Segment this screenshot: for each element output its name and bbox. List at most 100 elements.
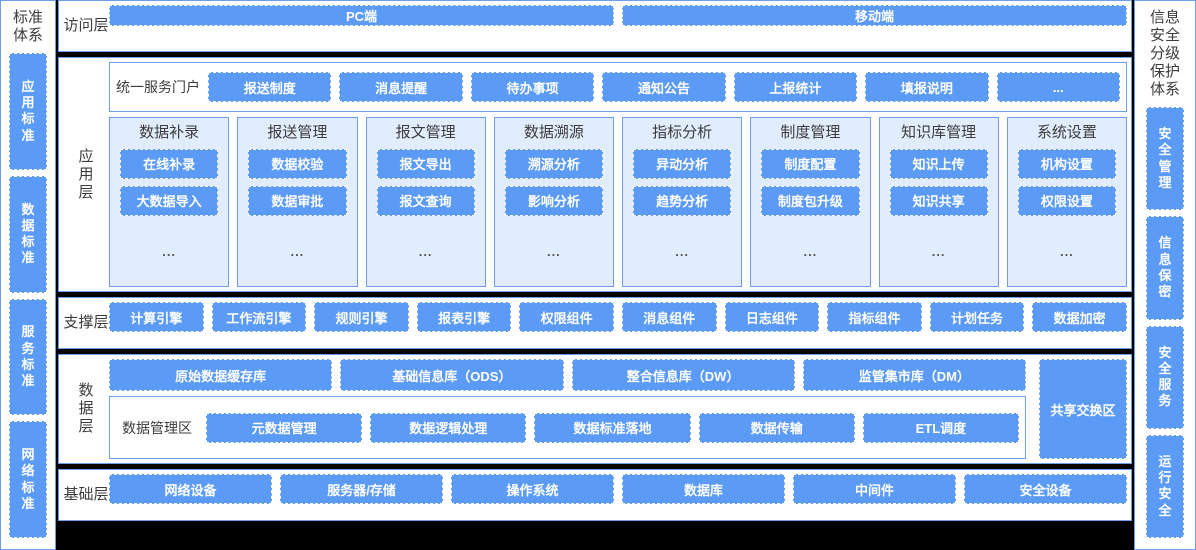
card-item-impact-analysis[interactable]: 影响分析 [504,185,603,216]
card-item-permission-settings[interactable]: 权限设置 [1017,185,1116,216]
sidebar-item-operation-security[interactable]: 运行安全 [1146,434,1184,538]
card-item-policy-package-upgrade[interactable]: 制度包升级 [761,185,860,216]
access-item-pc[interactable]: PC端 [109,5,614,26]
card-more-ellipsis[interactable]: ... [162,243,177,259]
layer-data-label-text: 数据层 [78,382,94,435]
infra-item-security-device[interactable]: 安全设备 [964,474,1127,504]
layer-data-label: 数据层 [63,359,109,459]
left-sidebar-items: 应用标准 数据标准 服务标准 网络标准 [4,50,52,543]
card-item-message-export[interactable]: 报文导出 [376,148,475,179]
portal-item-announcement[interactable]: 通知公告 [602,72,726,102]
portal-item-filling-instruction[interactable]: 填报说明 [865,72,989,102]
data-manage-item-etl-scheduling[interactable]: ETL调度 [862,412,1020,443]
sidebar-item-label: 运行安全 [1158,453,1172,518]
support-item-report-engine[interactable]: 报表引擎 [416,302,512,332]
data-main-column: 原始数据缓存库 基础信息库（ODS） 整合信息库（DW） 监管集市库（DM） 数… [109,359,1026,459]
sidebar-item-information-confidentiality[interactable]: 信息保密 [1146,216,1184,320]
card-title: 制度管理 [780,124,841,141]
card-item-lineage-analysis[interactable]: 溯源分析 [504,148,603,179]
card-more-ellipsis[interactable]: ... [1059,243,1074,259]
layer-access-label-text: 访问层 [63,17,109,34]
data-shared-exchange-zone[interactable]: 共享交换区 [1039,359,1127,459]
card-more-ellipsis[interactable]: ... [546,243,561,259]
sidebar-item-label: 数据标准 [21,201,35,266]
card-more-ellipsis[interactable]: ... [675,243,690,259]
infra-item-database[interactable]: 数据库 [622,474,785,504]
portal-item-report-statistics[interactable]: 上报统计 [733,72,858,102]
card-item-data-approval[interactable]: 数据审批 [248,185,347,216]
data-db-raw-cache[interactable]: 原始数据缓存库 [109,359,333,391]
data-manage-item-transfer[interactable]: 数据传输 [698,412,855,443]
access-item-mobile[interactable]: 移动端 [622,5,1127,26]
support-item-message-component[interactable]: 消息组件 [621,302,717,332]
infra-item-middleware[interactable]: 中间件 [793,474,956,504]
card-title: 报送管理 [267,124,328,141]
infra-item-operating-system[interactable]: 操作系统 [451,474,614,504]
data-db-ods[interactable]: 基础信息库（ODS） [340,359,564,391]
sidebar-item-network-standard[interactable]: 网络标准 [9,421,47,538]
card-item-anomaly-analysis[interactable]: 异动分析 [633,148,732,179]
layer-infrastructure-label: 基础层 [63,474,109,516]
infra-item-server-storage[interactable]: 服务器/存储 [280,474,443,504]
layer-access-label: 访问层 [63,5,109,47]
sidebar-item-label: 安全管理 [1158,126,1172,190]
card-item-policy-config[interactable]: 制度配置 [761,148,860,179]
app-card-policy-management: 制度管理 制度配置 制度包升级 ... [750,117,871,287]
data-management-zone: 数据管理区 元数据管理 数据逻辑处理 数据标准落地 数据传输 ETL调度 [109,396,1026,459]
support-item-workflow-engine[interactable]: 工作流引擎 [211,302,307,332]
sidebar-item-application-standard[interactable]: 应用标准 [9,53,47,170]
application-cards: 数据补录 在线补录 大数据导入 ... 报送管理 数据校验 数据审批 ... 报… [109,117,1127,287]
card-title: 报文管理 [395,124,456,141]
support-item-indicator-component[interactable]: 指标组件 [827,302,922,332]
card-more-ellipsis[interactable]: ... [931,243,946,259]
card-more-ellipsis[interactable]: ... [418,243,433,259]
sidebar-item-security-management[interactable]: 安全管理 [1146,107,1184,211]
right-sidebar-items: 安全管理 信息保密 安全服务 运行安全 [1138,104,1192,543]
layer-support-body: 计算引擎 工作流引擎 规则引擎 报表引擎 权限组件 消息组件 日志组件 指标组件… [109,302,1127,344]
card-title: 指标分析 [652,124,713,141]
support-item-rule-engine[interactable]: 规则引擎 [314,302,409,332]
portal-item-todo[interactable]: 待办事项 [470,72,595,102]
unified-service-portal: 统一服务门户 报送制度 消息提醒 待办事项 通知公告 上报统计 填报说明 ... [109,62,1127,112]
card-item-bigdata-import[interactable]: 大数据导入 [120,185,219,216]
sidebar-item-label: 应用标准 [21,78,35,143]
card-title: 数据补录 [139,124,200,141]
layer-application: 应用层 统一服务门户 报送制度 消息提醒 待办事项 通知公告 上报统计 填报说明… [58,57,1132,292]
sidebar-item-data-standard[interactable]: 数据标准 [9,175,47,293]
data-db-dm[interactable]: 监管集市库（DM） [802,359,1026,391]
sidebar-item-security-service[interactable]: 安全服务 [1146,325,1184,429]
data-manage-item-standard-landing[interactable]: 数据标准落地 [534,412,691,443]
right-sidebar-security: 信息安全分级保护体系 安全管理 信息保密 安全服务 运行安全 [1134,0,1196,550]
layer-support-label: 支撑层 [63,302,109,344]
data-db-dw[interactable]: 整合信息库（DW） [571,359,795,391]
data-manage-item-logic-processing[interactable]: 数据逻辑处理 [370,412,527,443]
card-item-data-validation[interactable]: 数据校验 [248,148,347,179]
support-item-permission-component[interactable]: 权限组件 [519,302,614,332]
infra-item-network-device[interactable]: 网络设备 [109,474,272,504]
support-item-scheduled-task[interactable]: 计划任务 [929,302,1025,332]
layers-column: 访问层 PC端 移动端 应用层 统一服务门户 报送制度 消息提醒 待办事项 通知… [56,0,1134,550]
data-manage-item-metadata[interactable]: 元数据管理 [206,412,363,443]
access-items-row: PC端 移动端 [109,5,1127,26]
support-item-data-encryption[interactable]: 数据加密 [1032,302,1127,332]
card-item-online-entry[interactable]: 在线补录 [120,148,219,179]
card-more-ellipsis[interactable]: ... [290,243,305,259]
portal-item-more[interactable]: ... [996,72,1120,102]
portal-item-message-reminder[interactable]: 消息提醒 [339,72,463,102]
support-item-compute-engine[interactable]: 计算引擎 [109,302,204,332]
app-card-report-management: 报送管理 数据校验 数据审批 ... [237,117,358,287]
card-item-org-settings[interactable]: 机构设置 [1017,148,1116,179]
card-item-knowledge-upload[interactable]: 知识上传 [889,148,988,179]
card-title: 系统设置 [1036,124,1097,141]
app-card-data-lineage: 数据溯源 溯源分析 影响分析 ... [493,117,614,287]
portal-item-reporting-system[interactable]: 报送制度 [208,72,332,102]
card-item-trend-analysis[interactable]: 趋势分析 [633,185,732,216]
card-item-message-query[interactable]: 报文查询 [376,185,475,216]
layer-application-body: 统一服务门户 报送制度 消息提醒 待办事项 通知公告 上报统计 填报说明 ...… [109,62,1127,287]
card-more-ellipsis[interactable]: ... [803,243,818,259]
sidebar-item-service-standard[interactable]: 服务标准 [9,298,47,416]
support-item-log-component[interactable]: 日志组件 [724,302,820,332]
app-card-data-entry: 数据补录 在线补录 大数据导入 ... [109,117,230,287]
card-item-knowledge-share[interactable]: 知识共享 [889,185,988,216]
